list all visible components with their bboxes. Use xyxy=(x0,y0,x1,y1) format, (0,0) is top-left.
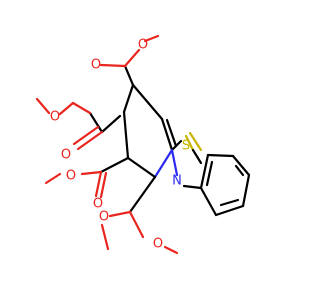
bond xyxy=(205,160,214,187)
atom-labels: S N O O O O O O O O xyxy=(50,38,190,252)
bond xyxy=(214,204,245,217)
bond xyxy=(219,198,240,207)
oxygen-atom-label: O xyxy=(153,237,163,252)
bond xyxy=(170,148,179,177)
bond xyxy=(72,125,100,146)
bond xyxy=(184,134,195,152)
ester-bottom xyxy=(100,175,179,255)
sulfur-atom-label: S xyxy=(182,139,190,154)
bond xyxy=(163,245,179,255)
bond xyxy=(44,172,62,185)
bond xyxy=(99,171,108,199)
bond xyxy=(108,210,132,218)
bond xyxy=(100,114,122,134)
bond xyxy=(122,83,135,114)
canvas-background xyxy=(0,0,300,300)
bond xyxy=(128,210,145,239)
bond xyxy=(199,153,210,190)
oxygen-atom-label: O xyxy=(61,148,71,163)
benzothiazole-ring xyxy=(170,131,251,217)
bond xyxy=(76,130,104,151)
bond xyxy=(71,101,92,115)
bond xyxy=(188,131,203,152)
bond xyxy=(182,184,203,190)
oxygen-atom-label: O xyxy=(50,110,60,125)
bond xyxy=(241,173,251,208)
bond xyxy=(99,156,130,174)
bond xyxy=(99,63,127,68)
bond xyxy=(165,118,178,148)
oxygen-atom-label: O xyxy=(138,38,148,53)
bond xyxy=(131,83,164,121)
oxygen-atom-label: O xyxy=(93,197,103,212)
bond xyxy=(58,101,75,116)
bond xyxy=(128,175,157,214)
oxygen-atom-label: O xyxy=(66,169,76,184)
oxygen-atom-label: O xyxy=(91,58,101,73)
bond xyxy=(206,153,235,158)
oxygen-atom-label: O xyxy=(99,210,109,225)
bond xyxy=(94,170,103,198)
bond xyxy=(199,186,218,217)
ester-top xyxy=(99,34,160,87)
bond xyxy=(234,164,245,177)
bond xyxy=(122,110,130,160)
bond xyxy=(160,117,174,152)
bond xyxy=(123,48,141,68)
bond xyxy=(231,154,251,177)
bond xyxy=(191,148,203,165)
bond xyxy=(88,111,104,134)
bond xyxy=(35,97,51,115)
bond xyxy=(80,170,103,176)
molecule-structure: S N O O O O O O O O xyxy=(0,0,300,300)
nitrogen-atom-label: N xyxy=(172,174,182,189)
bond xyxy=(143,34,160,43)
bond xyxy=(100,223,110,251)
ester-upper-left xyxy=(35,97,104,151)
bond xyxy=(126,156,157,179)
bond xyxy=(153,148,174,179)
bond xyxy=(123,64,135,87)
ester-middle-left xyxy=(44,156,130,199)
azepine-ring xyxy=(100,83,178,179)
